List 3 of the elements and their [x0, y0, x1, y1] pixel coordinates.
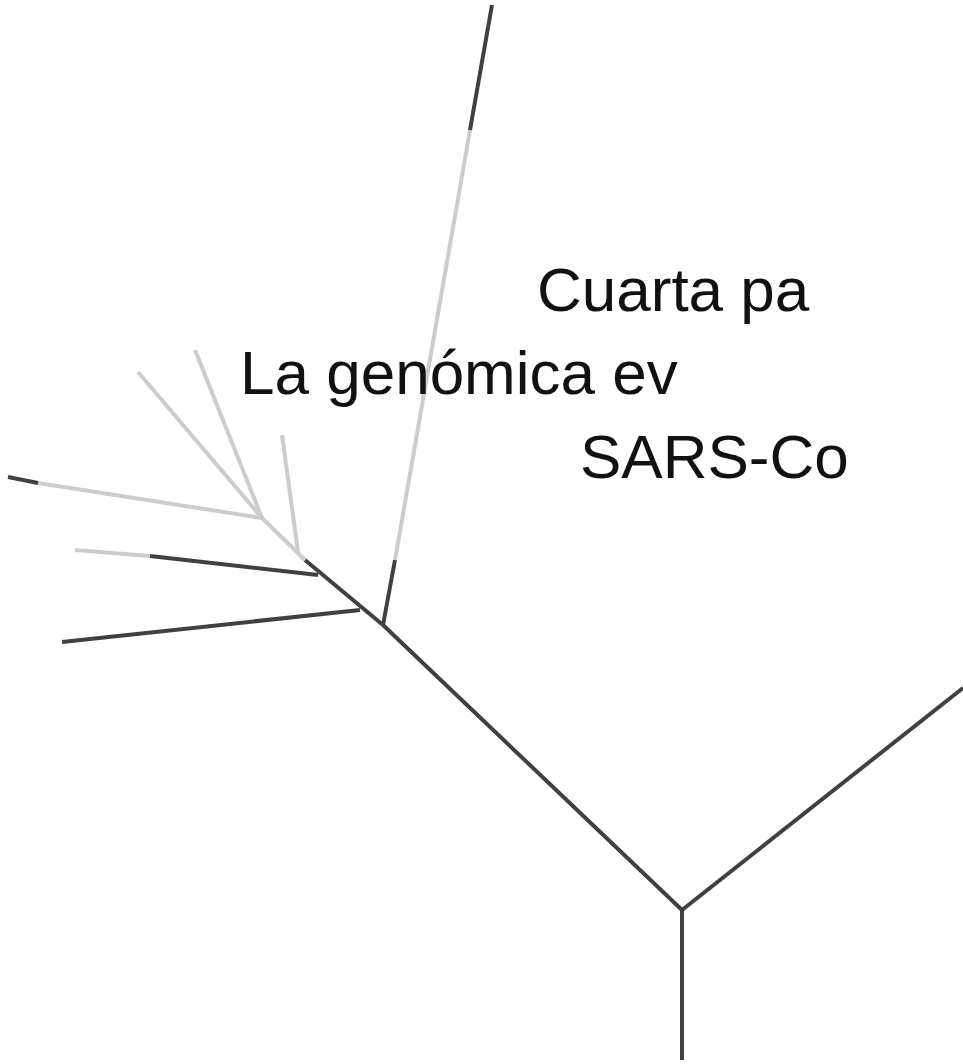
slide-title-text: SARS-Co — [580, 422, 849, 492]
slide-title-text: La genómica ev — [240, 338, 678, 408]
slide-title-text: Cuarta pa — [537, 255, 810, 325]
